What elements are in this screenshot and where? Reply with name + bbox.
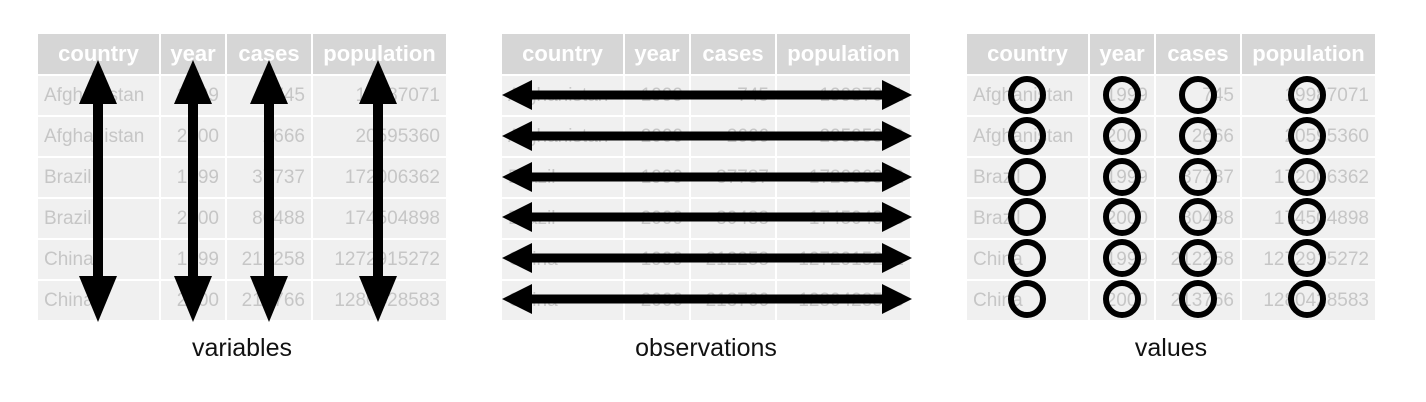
arrowhead-down: [359, 276, 397, 322]
column-header-country: country: [502, 34, 625, 75]
arrowhead-right: [882, 284, 912, 314]
column-header-population: population: [1241, 34, 1375, 75]
value-circle-country-6: [1008, 280, 1046, 318]
double-arrow-row-3: [502, 162, 912, 192]
value-circle-population-5: [1288, 239, 1326, 277]
value-circle-cases-6: [1179, 280, 1217, 318]
double-arrow-cases: [250, 60, 288, 322]
arrowhead-right: [882, 121, 912, 151]
value-circle-population-1: [1288, 76, 1326, 114]
value-circle-year-3: [1103, 158, 1141, 196]
variables-arrows: [79, 60, 397, 322]
value-circle-population-3: [1288, 158, 1326, 196]
value-circle-cases-4: [1179, 198, 1217, 236]
value-circle-population-4: [1288, 198, 1326, 236]
arrowhead-up: [359, 60, 397, 104]
cell-population: 174504898: [1241, 197, 1375, 239]
arrowhead-left: [502, 162, 532, 192]
arrowhead-down: [250, 276, 288, 322]
observations-caption: observations: [635, 334, 777, 362]
column-header-country: country: [967, 34, 1090, 75]
double-arrow-row-6: [502, 284, 912, 314]
arrowhead-left: [502, 80, 532, 110]
values-caption: values: [1134, 334, 1208, 362]
value-circle-year-2: [1103, 117, 1141, 155]
column-header-year: year: [624, 34, 691, 75]
column-header-cases: cases: [690, 34, 777, 75]
arrowhead-up: [250, 60, 288, 104]
value-circle-country-2: [1008, 117, 1046, 155]
arrowhead-right: [882, 243, 912, 273]
variables-caption: variables: [191, 334, 293, 362]
double-arrow-row-2: [502, 121, 912, 151]
value-circle-year-5: [1103, 239, 1141, 277]
arrowhead-left: [502, 121, 532, 151]
arrowhead-down: [79, 276, 117, 322]
arrowhead-left: [502, 243, 532, 273]
value-circle-year-6: [1103, 280, 1141, 318]
double-arrow-row-1: [502, 80, 912, 110]
value-circle-cases-2: [1179, 117, 1217, 155]
double-arrow-population: [359, 60, 397, 322]
double-arrow-country: [79, 60, 117, 322]
arrowhead-left: [502, 202, 532, 232]
value-circle-country-4: [1008, 198, 1046, 236]
value-circle-cases-5: [1179, 239, 1217, 277]
arrowhead-right: [882, 80, 912, 110]
arrowhead-up: [174, 60, 212, 104]
arrowhead-right: [882, 162, 912, 192]
column-header-population: population: [776, 34, 910, 75]
column-header-cases: cases: [1155, 34, 1242, 75]
column-header-cases: cases: [226, 34, 313, 75]
arrowhead-left: [502, 284, 532, 314]
arrowhead-right: [882, 202, 912, 232]
value-circle-cases-1: [1179, 76, 1217, 114]
arrowhead-down: [174, 276, 212, 322]
double-arrow-year: [174, 60, 212, 322]
value-circle-country-1: [1008, 76, 1046, 114]
value-circle-population-6: [1288, 280, 1326, 318]
value-circle-year-4: [1103, 198, 1141, 236]
value-circle-year-1: [1103, 76, 1141, 114]
column-header-population: population: [312, 34, 446, 75]
value-circle-population-2: [1288, 117, 1326, 155]
arrowhead-up: [79, 60, 117, 104]
value-circle-cases-3: [1179, 158, 1217, 196]
values-circles: [1008, 76, 1326, 318]
observations-arrows: [502, 80, 912, 314]
double-arrow-row-4: [502, 202, 912, 232]
cell-country: China: [967, 279, 1090, 320]
column-header-year: year: [1089, 34, 1156, 75]
value-circle-country-5: [1008, 239, 1046, 277]
double-arrow-row-5: [502, 243, 912, 273]
value-circle-country-3: [1008, 158, 1046, 196]
